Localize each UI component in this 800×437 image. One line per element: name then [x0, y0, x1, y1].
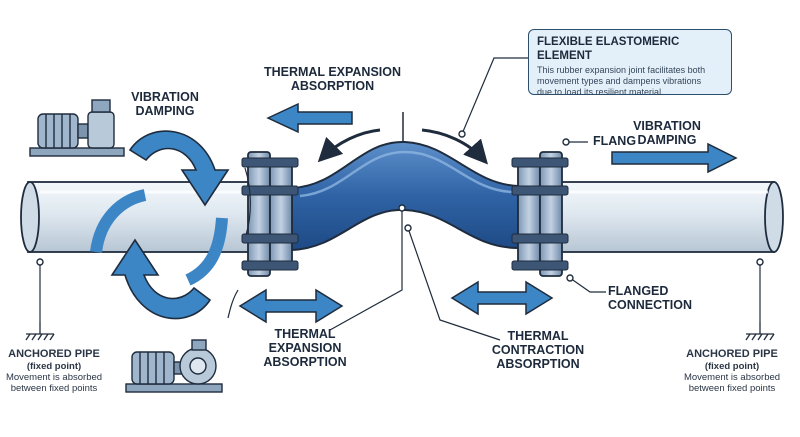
pipe-right	[547, 181, 784, 253]
ground-anchor-icon	[745, 322, 775, 341]
double-arrow-expansion	[238, 288, 344, 324]
curved-arrow-left	[317, 128, 381, 163]
pump-icon	[29, 99, 125, 157]
ground-anchor-icon	[25, 322, 55, 341]
vibration-circular-arrows	[90, 130, 251, 320]
flange-left	[241, 151, 299, 277]
leader-lines	[39, 57, 761, 341]
flang-label: FLANG	[593, 134, 637, 148]
flange-right	[511, 151, 569, 277]
callout-body: This rubber expansion joint facilitates …	[537, 65, 706, 97]
flexible-element-callout: FLEXIBLE ELASTOMERIC ELEMENT This rubber…	[528, 29, 732, 97]
centrifugal-pump-icon	[125, 339, 223, 393]
callout-title: FLEXIBLE ELASTOMERIC ELEMENT	[537, 36, 680, 62]
double-arrow-contraction	[450, 280, 554, 316]
vibration-arrow-right	[611, 142, 738, 174]
thermal-arrow-top-left	[266, 102, 353, 134]
leader-dots	[36, 130, 764, 282]
curved-arrow-right	[421, 128, 488, 165]
pipe-left	[20, 181, 269, 253]
anchor-note-right: ANCHORED PIPE (fixed point) Movement is …	[683, 348, 781, 394]
anchor-note-left: ANCHORED PIPE (fixed point) Movement is …	[5, 348, 103, 394]
